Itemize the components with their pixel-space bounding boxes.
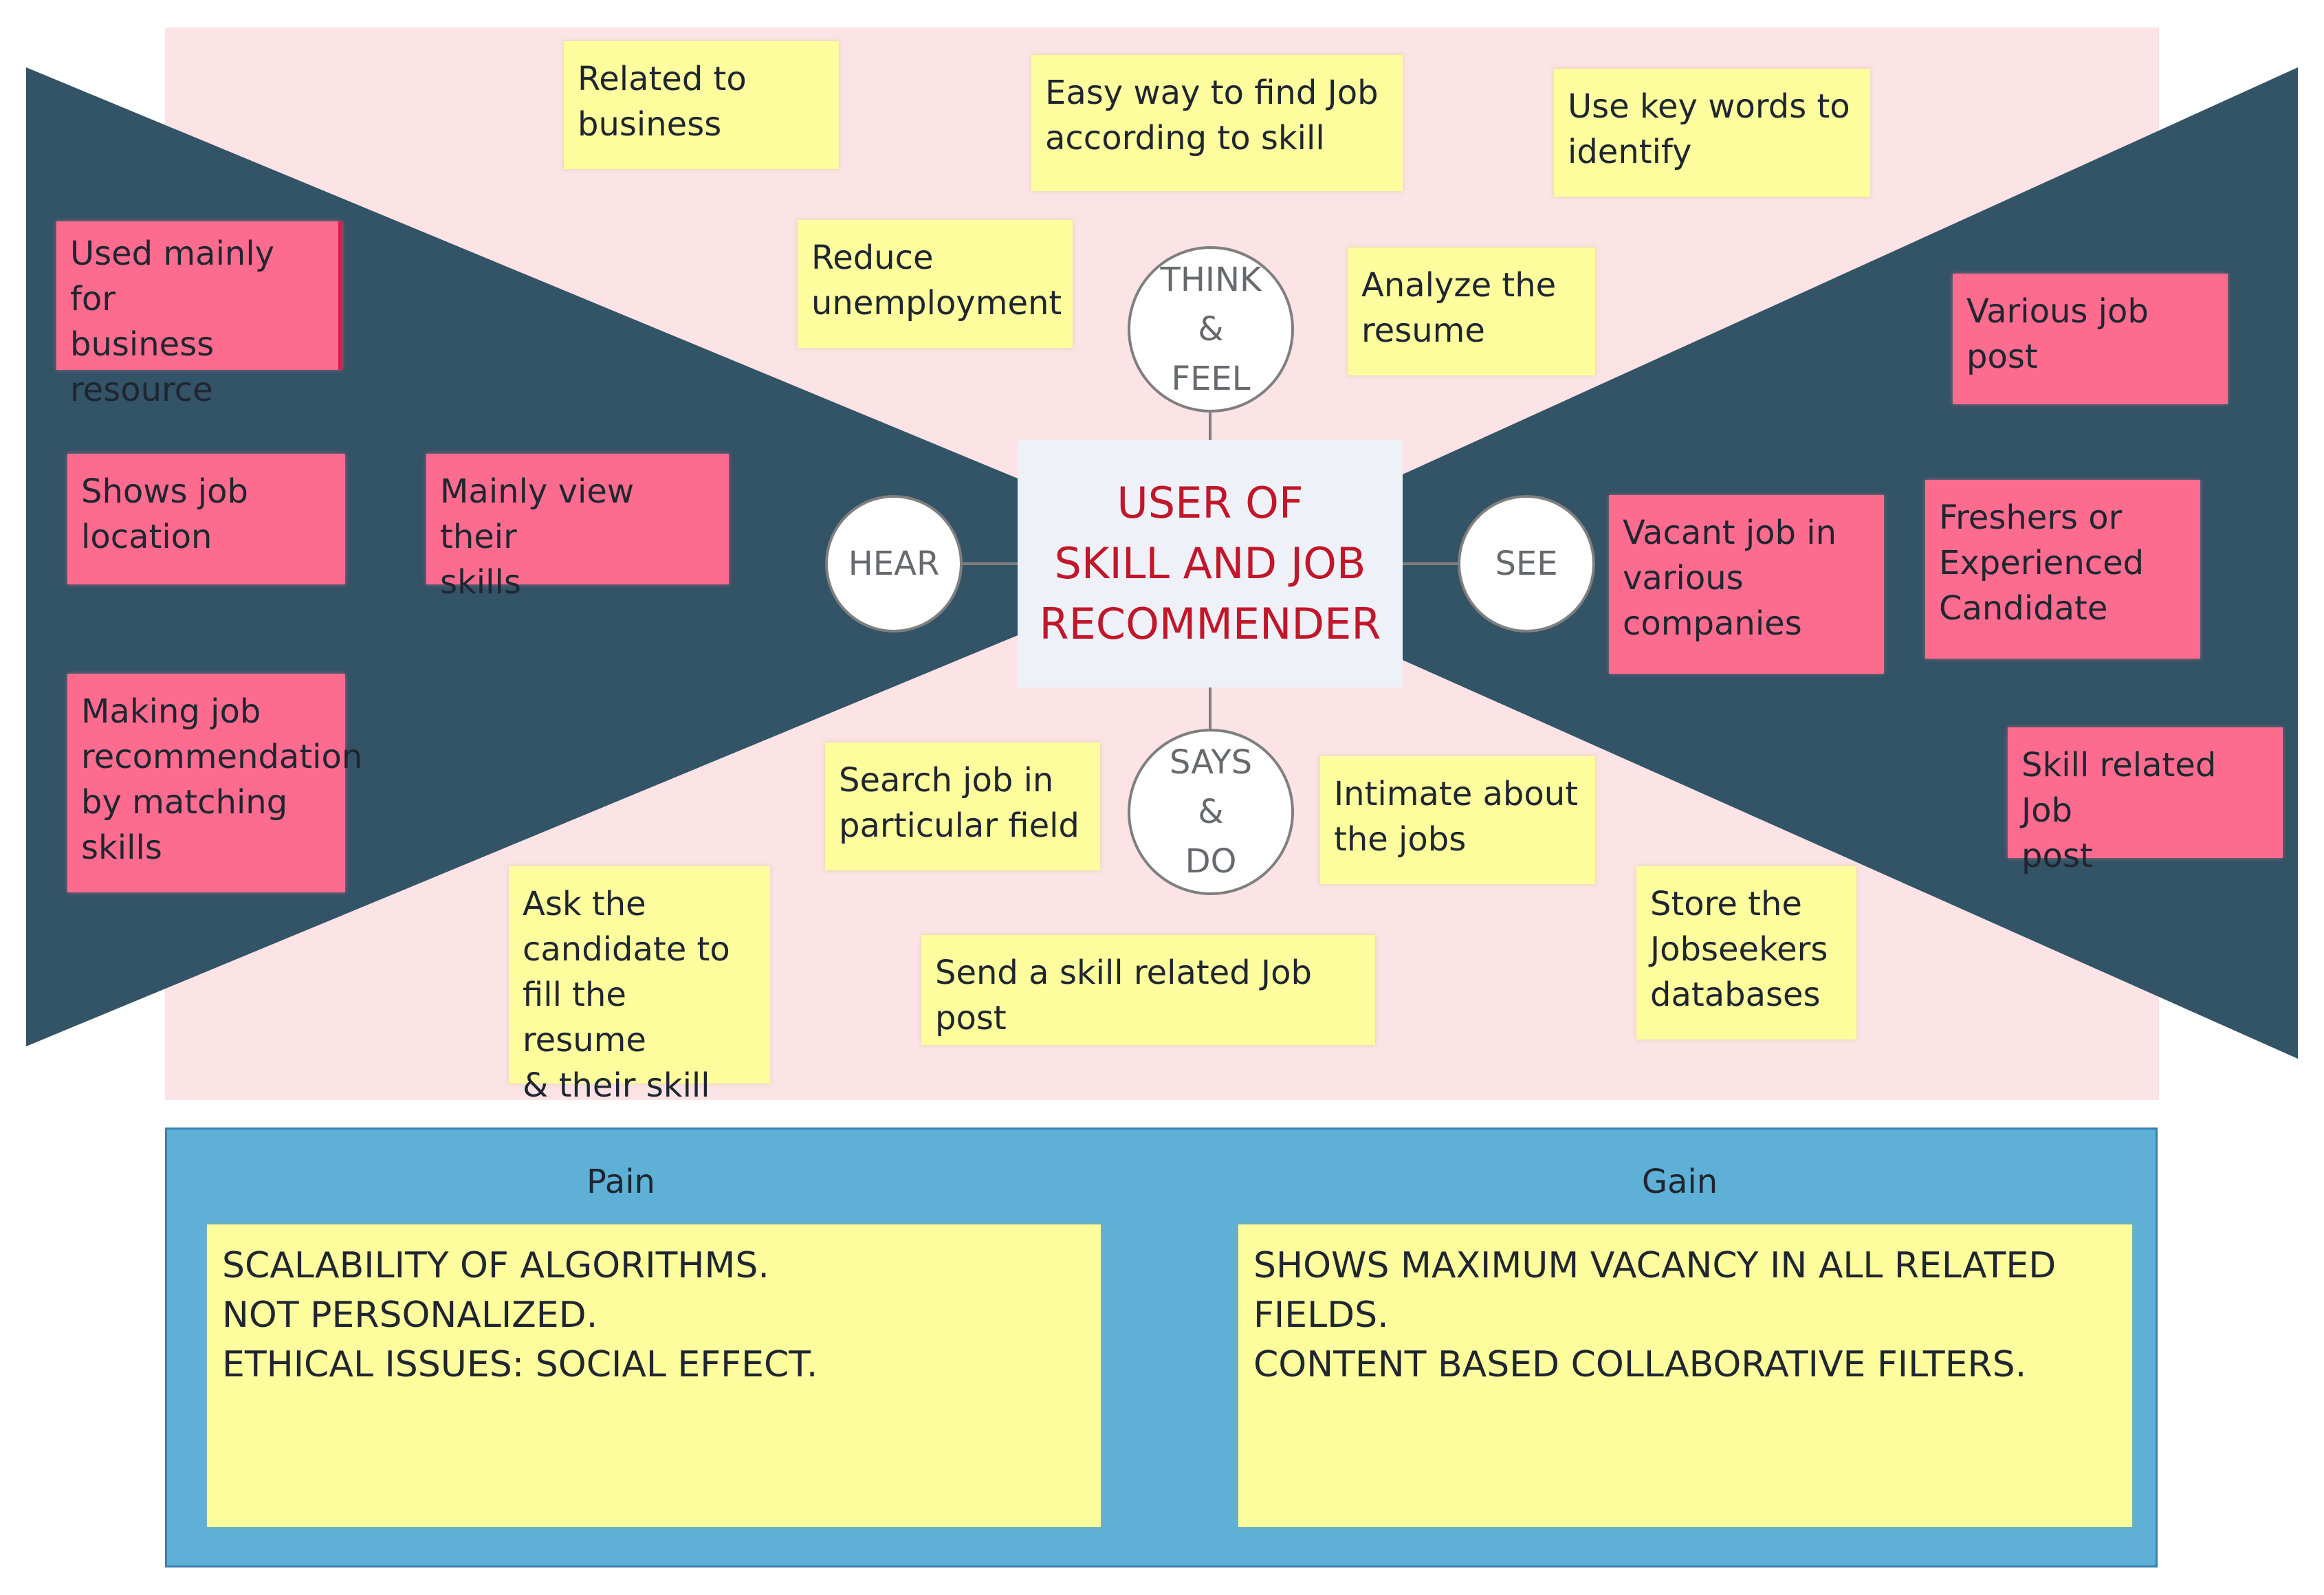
pain-label: Pain	[587, 1163, 655, 1201]
see-note-vacant-job[interactable]: Vacant job in various companies	[1609, 495, 1884, 674]
says-note-store-databases[interactable]: Store the Jobseekers databases	[1636, 866, 1856, 1040]
hear-note-job-location[interactable]: Shows job location	[67, 454, 345, 584]
see-note-freshers[interactable]: Freshers or Experienced Candidate	[1925, 480, 2200, 659]
see-note-skill-related[interactable]: Skill related Job post	[2008, 727, 2283, 875]
hear-circle: HEAR	[825, 495, 963, 632]
think-note-analyze-resume[interactable]: Analyze the resume	[1348, 248, 1595, 375]
says-note-send-job-post[interactable]: Send a skill related Job post	[921, 935, 1375, 1045]
hear-note-job-recommendation[interactable]: Making job recommendation by matching sk…	[67, 674, 362, 892]
see-note-various-job[interactable]: Various job post	[1953, 274, 2228, 404]
pain-note[interactable]: SCALABILITY OF ALGORITHMS. NOT PERSONALI…	[207, 1224, 1101, 1527]
gain-note[interactable]: SHOWS MAXIMUM VACANCY IN ALL RELATED FIE…	[1238, 1224, 2132, 1527]
hear-note-view-skills[interactable]: Mainly view their skills	[426, 454, 729, 602]
gain-label: Gain	[1641, 1163, 1718, 1201]
think-feel-circle: THINK & FEEL	[1128, 246, 1294, 412]
think-note-related-business[interactable]: Related to business	[564, 41, 839, 169]
think-note-key-words[interactable]: Use key words to identify	[1554, 69, 1870, 197]
says-note-ask-candidate[interactable]: Ask the candidate to fill the resume & t…	[509, 866, 770, 1105]
says-note-intimate-jobs[interactable]: Intimate about the jobs	[1320, 756, 1595, 884]
think-note-reduce-unemployment[interactable]: Reduce unemployment	[798, 220, 1073, 348]
hear-note-business-resource[interactable]: Used mainly for business resource	[56, 221, 342, 409]
pain-gain-panel: Pain Gain SCALABILITY OF ALGORITHMS. NOT…	[165, 1128, 2158, 1568]
think-note-easy-way[interactable]: Easy way to find Job according to skill	[1031, 55, 1403, 191]
says-do-circle: SAYS & DO	[1128, 729, 1294, 895]
says-note-search-job[interactable]: Search job in particular field	[825, 742, 1100, 870]
center-title: USER OF SKILL AND JOB RECOMMENDER	[1018, 440, 1403, 688]
see-circle: SEE	[1458, 495, 1595, 632]
